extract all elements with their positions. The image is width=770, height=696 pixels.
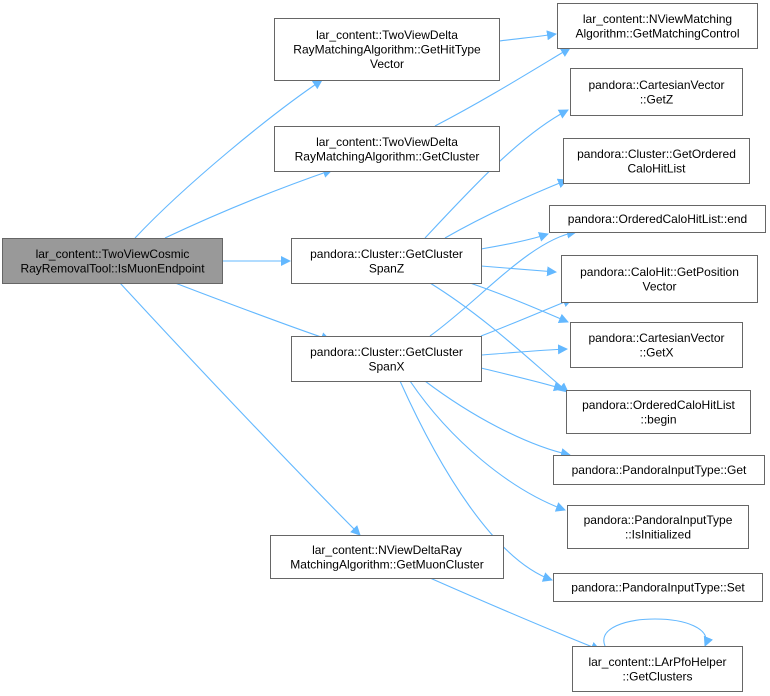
node-label-line: Vector — [642, 279, 676, 293]
node-label-line: ::GetClusters — [622, 669, 692, 683]
node-label-line: Algorithm::GetMatchingControl — [575, 26, 739, 40]
node-label-line: lar_content::TwoViewDelta — [316, 28, 458, 42]
node-label-line: lar_content::LArPfoHelper — [588, 655, 726, 669]
node-label-line: pandora::Cluster::GetCluster — [310, 345, 463, 359]
node-label-line: ::begin — [640, 412, 676, 426]
node-label-line: SpanX — [368, 359, 404, 373]
edge-cluster-get-cluster-span-x-to-pandora-input-type-set — [399, 380, 553, 582]
node-label-line: Vector — [370, 57, 404, 71]
edge-get-cluster-to-get-matching-control — [434, 47, 571, 127]
node-label-line: pandora::CartesianVector — [588, 78, 724, 92]
node-label-line: lar_content::TwoViewDelta — [316, 135, 458, 149]
node-label-line: RayMatchingAlgorithm::GetHitType — [293, 43, 481, 57]
node-pandora-input-type-set[interactable]: pandora::PandoraInputType::Set — [553, 573, 763, 602]
node-pandora-input-type-is-initialized[interactable]: pandora::PandoraInputType::IsInitialized — [567, 505, 749, 549]
node-label-line: SpanZ — [369, 261, 404, 275]
edge-cluster-get-cluster-span-x-to-ordered-calo-hit-list-end — [429, 228, 577, 337]
node-pandora-input-type-get[interactable]: pandora::PandoraInputType::Get — [553, 455, 765, 485]
node-cartesian-get-x[interactable]: pandora::CartesianVector::GetX — [570, 322, 743, 368]
edge-lar-pfo-helper-get-clusters-to-lar-pfo-helper-get-clusters — [603, 618, 714, 647]
node-label-line: lar_content::NViewDeltaRay — [312, 543, 462, 557]
edge-root-to-get-cluster — [164, 168, 333, 239]
edge-root-to-get-muon-cluster — [119, 282, 361, 536]
node-get-cluster[interactable]: lar_content::TwoViewDeltaRayMatchingAlgo… — [274, 126, 500, 172]
node-get-muon-cluster[interactable]: lar_content::NViewDeltaRayMatchingAlgori… — [270, 535, 504, 579]
node-label-line: pandora::Cluster::GetCluster — [310, 247, 463, 261]
node-label-line: pandora::Cluster::GetOrdered — [577, 147, 736, 161]
edge-cluster-get-cluster-span-x-to-pandora-input-type-is-initialized — [409, 380, 566, 512]
node-label-line: ::GetZ — [640, 92, 673, 106]
edge-get-hit-type-vector-to-get-matching-control — [498, 30, 557, 42]
node-label-line: pandora::PandoraInputType — [584, 513, 733, 527]
node-label-line: RayRemovalTool::IsMuonEndpoint — [20, 261, 205, 275]
node-label-line: pandora::CaloHit::GetPosition — [580, 265, 739, 279]
node-lar-pfo-helper-get-clusters[interactable]: lar_content::LArPfoHelper::GetClusters — [572, 646, 743, 692]
node-label-line: pandora::CartesianVector — [588, 331, 724, 345]
edge-cluster-get-cluster-span-z-to-calo-hit-get-position-vector — [480, 265, 557, 277]
node-label-line: RayMatchingAlgorithm::GetCluster — [295, 149, 480, 163]
edge-cluster-get-cluster-span-z-to-cartesian-get-x — [469, 282, 569, 324]
edge-root-to-get-hit-type-vector — [134, 79, 323, 239]
node-label-line: CaloHitList — [627, 161, 686, 175]
node-label-line: ::GetX — [639, 345, 673, 359]
node-root[interactable]: lar_content::TwoViewCosmicRayRemovalTool… — [2, 238, 223, 284]
edge-root-to-cluster-get-cluster-span-x — [174, 282, 331, 342]
edge-cluster-get-cluster-span-x-to-ordered-calo-hit-list-begin — [480, 367, 564, 392]
edge-cluster-get-cluster-span-x-to-pandora-input-type-get — [424, 380, 571, 458]
node-label-line: pandora::PandoraInputType::Set — [571, 581, 745, 595]
node-get-hit-type-vector[interactable]: lar_content::TwoViewDeltaRayMatchingAlgo… — [274, 18, 500, 81]
edge-cluster-get-cluster-span-z-to-cluster-get-ordered-calo-hit-list — [444, 178, 568, 239]
node-label-line: ::IsInitialized — [625, 527, 691, 541]
node-label-line: MatchingAlgorithm::GetMuonCluster — [290, 557, 483, 571]
node-label-line: pandora::OrderedCaloHitList::end — [568, 212, 747, 226]
node-ordered-calo-hit-list-begin[interactable]: pandora::OrderedCaloHitList::begin — [566, 390, 751, 434]
node-cartesian-get-z[interactable]: pandora::CartesianVector::GetZ — [570, 68, 743, 116]
edge-cluster-get-cluster-span-x-to-cartesian-get-x — [480, 344, 568, 356]
node-label-line: lar_content::NViewMatching — [583, 12, 732, 26]
node-get-matching-control[interactable]: lar_content::NViewMatchingAlgorithm::Get… — [557, 3, 758, 49]
node-label-line: pandora::PandoraInputType::Get — [572, 463, 747, 477]
node-ordered-calo-hit-list-end[interactable]: pandora::OrderedCaloHitList::end — [549, 205, 766, 233]
node-label-line: lar_content::TwoViewCosmic — [36, 247, 190, 261]
node-label-line: pandora::OrderedCaloHitList — [582, 398, 735, 412]
edge-get-muon-cluster-to-lar-pfo-helper-get-clusters — [429, 577, 601, 652]
edge-cluster-get-cluster-span-z-to-ordered-calo-hit-list-end — [480, 232, 549, 250]
